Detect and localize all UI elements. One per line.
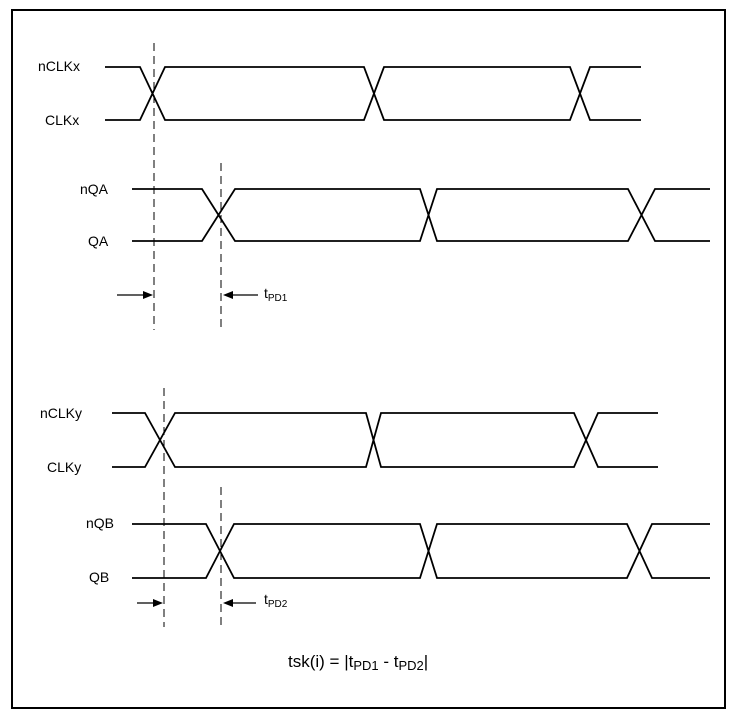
tpd2-label: tPD2 xyxy=(264,591,288,610)
label-nqa: nQA xyxy=(80,181,109,197)
skew-formula: tsk(i) = |tPD1 - tPD2| xyxy=(288,652,428,673)
waveform-nclkx xyxy=(105,66,641,121)
label-nclkx: nCLKx xyxy=(38,58,80,74)
tpd2-arrow-right-head xyxy=(223,599,233,607)
label-qa: QA xyxy=(88,233,109,249)
label-nclky: nCLKy xyxy=(40,405,82,421)
tpd2-arrow-left-head xyxy=(153,599,163,607)
tpd1-label: tPD1 xyxy=(264,285,288,304)
waveform-nqb xyxy=(132,523,710,579)
waveform-nclky xyxy=(112,412,658,468)
waveform-clkx xyxy=(105,66,641,121)
label-clkx: CLKx xyxy=(45,112,79,128)
waveform-qa xyxy=(132,188,710,242)
label-qb: QB xyxy=(89,569,109,585)
diagram-frame xyxy=(11,9,726,709)
tpd1-arrow-left-head xyxy=(143,291,153,299)
waveform-qb xyxy=(132,523,710,579)
waveform-clky xyxy=(112,412,658,468)
label-nqb: nQB xyxy=(86,515,114,531)
tpd1-arrow-right-head xyxy=(223,291,233,299)
label-clky: CLKy xyxy=(47,459,81,475)
